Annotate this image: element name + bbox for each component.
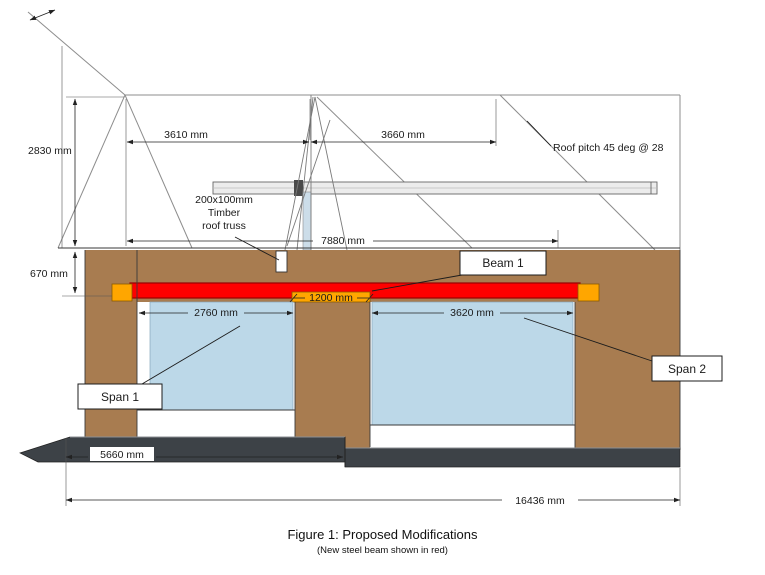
span1-callout-box (77, 383, 163, 410)
middle-pier (295, 302, 370, 448)
truss-note-line1: 200x100mm (195, 194, 253, 206)
figure-drawing: 2830 mm 3610 mm 3660 mm 7880 mm 670 mm 2… (19, 9, 723, 507)
roof-truss-mast (284, 95, 348, 251)
roof-pitch-note: Roof pitch 45 deg @ 28 (553, 142, 664, 154)
dim-ceiling-depth: 670 mm (30, 268, 68, 280)
span2-callout-label: Span 2 (668, 362, 706, 376)
dim-pier-width: 1200 mm (309, 292, 353, 304)
openings (149, 301, 574, 426)
figure-caption: Figure 1: Proposed Modifications (287, 527, 478, 542)
bearing-pad-left (111, 283, 133, 302)
dim-right-roof-span: 3660 mm (381, 129, 425, 141)
beam1-callout-box (459, 250, 547, 276)
floor-slab-left (19, 436, 346, 463)
dim-span1-width: 2760 mm (194, 307, 238, 319)
dim-total-width: 16436 mm (515, 495, 565, 507)
roof-outline (27, 11, 681, 251)
dim-left-roof-span: 3610 mm (164, 129, 208, 141)
truss-note-line3: roof truss (202, 220, 246, 232)
dim-left-floor-width: 5660 mm (100, 449, 144, 461)
span1-callout-label: Span 1 (101, 390, 139, 404)
dim-ceiling-span: 7880 mm (321, 235, 365, 247)
dim-ridge-height: 2830 mm (28, 145, 72, 157)
floor-slab-right (344, 447, 681, 468)
dim-span2-width: 3620 mm (450, 307, 494, 319)
dimension-lines: 2830 mm 3610 mm 3660 mm 7880 mm 670 mm 2… (28, 9, 681, 507)
timber-truss-post (275, 250, 288, 273)
ridge-beam (212, 181, 658, 195)
opening-span2 (371, 301, 574, 426)
figure-subcaption: (New steel beam shown in red) (317, 545, 448, 556)
truss-note-line2: Timber (208, 207, 241, 219)
bearing-pad-right (577, 283, 600, 302)
mast-bracket (294, 180, 303, 196)
beam1-callout-label: Beam 1 (482, 256, 524, 270)
annotations: Roof pitch 45 deg @ 28 200x100mm Timber … (77, 120, 723, 410)
span2-callout-box (651, 355, 723, 382)
